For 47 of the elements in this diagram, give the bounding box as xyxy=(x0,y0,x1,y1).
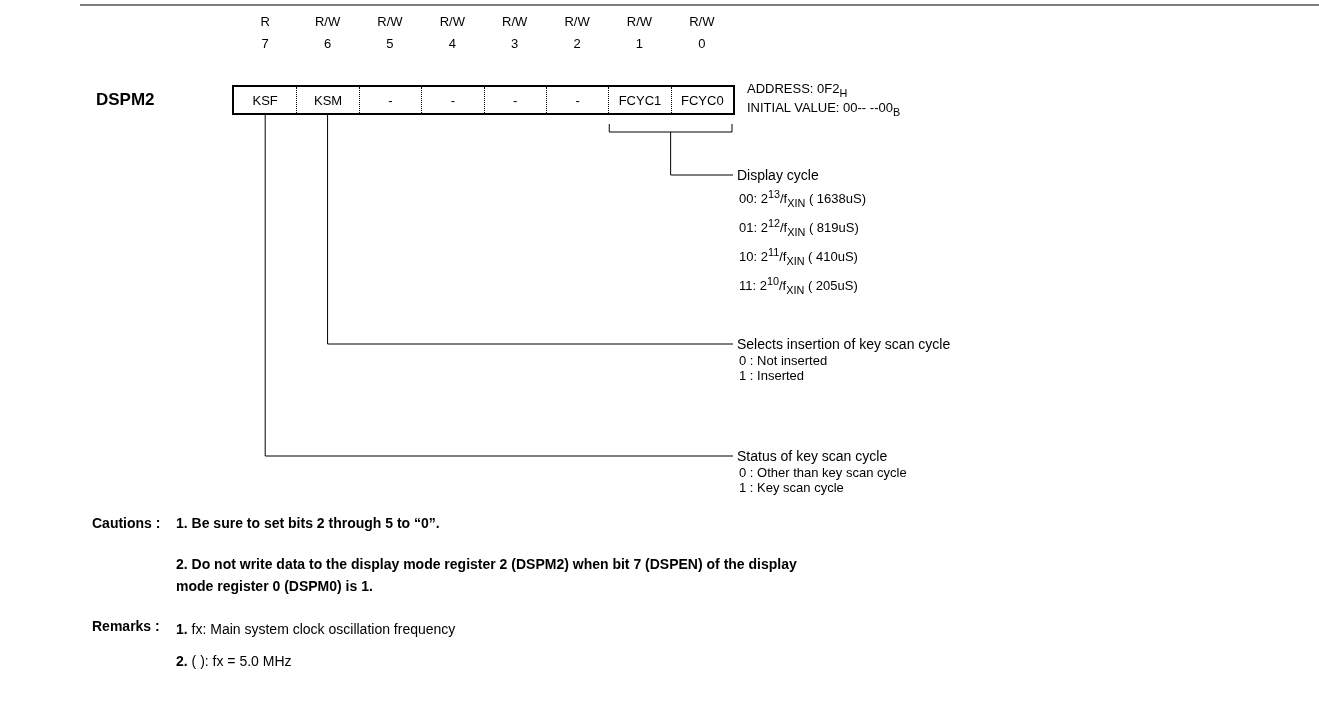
value-description: 0 : Not inserted xyxy=(739,353,829,368)
value-description: 1 : Key scan cycle xyxy=(739,480,845,495)
bit-field: - xyxy=(545,87,609,113)
bracket-leader-line xyxy=(608,123,734,176)
access-label: R/W xyxy=(313,14,342,29)
value-description: 00: 2$^{13}$/f$_{XIN}$ ( 1638uS) xyxy=(739,187,867,211)
access-label: R/W xyxy=(376,14,404,29)
remark-note: 2. ( ): fx = 5.0 MHz xyxy=(176,652,292,671)
initial-value: INITIAL VALUE: 00-- --00$_{B}$ xyxy=(747,99,901,120)
access-label: R/W xyxy=(563,14,591,29)
bit-number: 3 xyxy=(510,36,520,51)
description-heading: Selects insertion of key scan cycle xyxy=(737,335,952,353)
access-label: R xyxy=(259,14,271,29)
caution-note: 2. Do not write data to the display mode register 2 (DSPM2) when bit 7 (DSPEN) of the display mode register 0 (DSPM0) is 1. xyxy=(176,555,798,596)
leader-line xyxy=(327,114,734,345)
register-name: DSPM2 xyxy=(96,90,155,110)
value-description: 01: 2$^{12}$/f$_{XIN}$ ( 819uS) xyxy=(739,215,860,240)
bit-field: - xyxy=(421,87,484,113)
bit-number: 7 xyxy=(260,36,270,51)
description-heading: Display cycle xyxy=(737,166,820,184)
bit-field: - xyxy=(483,87,546,113)
value-description: 11: 2$^{10}$/f$_{XIN}$ ( 205uS) xyxy=(739,273,859,298)
bit-number: 6 xyxy=(322,36,333,51)
bit-field: KSF xyxy=(234,87,297,113)
access-label: R/W xyxy=(625,14,654,29)
access-label: R/W xyxy=(688,14,716,29)
bit-field: FCYC0 xyxy=(670,87,733,113)
bit-field: FCYC1 xyxy=(608,87,671,113)
bit-field: - xyxy=(358,87,422,113)
description-heading: Status of key scan cycle xyxy=(737,447,889,465)
leader-line xyxy=(264,114,734,457)
remarks-heading: Remarks : xyxy=(92,617,160,636)
value-description: 10: 2$^{11}$/f$_{XIN}$ ( 410uS) xyxy=(739,244,859,269)
access-label: R/W xyxy=(501,14,529,29)
bit-number: 2 xyxy=(572,36,582,51)
cautions-heading: Cautions : xyxy=(92,514,161,533)
bit-number: 1 xyxy=(634,36,645,51)
bit-number: 5 xyxy=(385,36,395,51)
bit-field: KSM xyxy=(296,87,359,113)
value-description: 1 : Inserted xyxy=(739,368,806,383)
caution-note: 1. Be sure to set bits 2 through 5 to “0”. xyxy=(176,514,440,533)
remark-note: 1. fx: Main system clock oscillation frequency xyxy=(176,620,456,639)
bit-number: 0 xyxy=(697,36,707,51)
bit-number: 4 xyxy=(447,36,457,51)
register-address: ADDRESS: 0F2$_{H}$ xyxy=(747,80,848,101)
value-description: 0 : Other than key scan cycle xyxy=(739,465,908,480)
access-label: R/W xyxy=(438,14,466,29)
